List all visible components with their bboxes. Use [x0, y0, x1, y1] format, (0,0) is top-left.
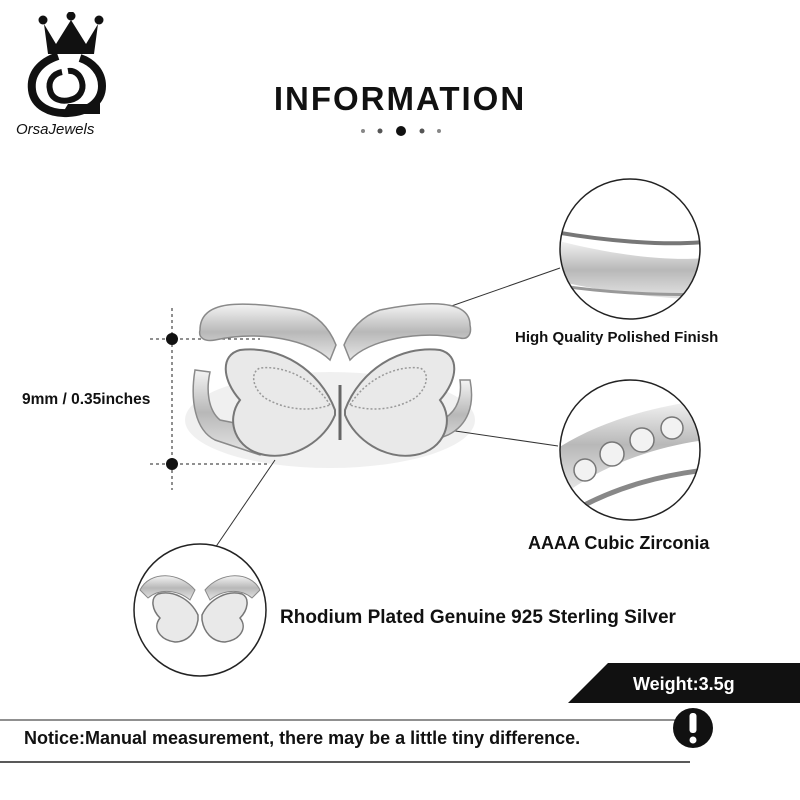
- pager-dot: [361, 129, 365, 133]
- pager-dot-active: [396, 126, 406, 136]
- pager-dots: [361, 126, 441, 136]
- leader-line-finish: [439, 267, 561, 311]
- detail-circle-silver: [133, 543, 267, 677]
- pager-dot: [437, 129, 441, 133]
- size-label: 9mm / 0.35inches: [22, 391, 151, 408]
- weight-banner: [568, 663, 800, 703]
- detail-circle-zirconia: [559, 379, 701, 521]
- feature-finish-label: High Quality Polished Finish: [515, 329, 719, 346]
- crown-o-logo-icon: [27, 12, 107, 118]
- feature-silver-label: Rhodium Plated Genuine 925 Sterling Silv…: [280, 607, 676, 628]
- feature-zirconia-label: AAAA Cubic Zirconia: [528, 533, 710, 553]
- ring-main-image: [185, 303, 475, 468]
- pager-dot: [377, 128, 383, 134]
- weight-label: Weight:3.5g: [633, 674, 735, 694]
- notice-text: Notice:Manual measurement, there may be …: [24, 728, 581, 748]
- detail-circle-finish: [559, 178, 701, 320]
- exclamation-icon: [673, 708, 713, 748]
- page-title: INFORMATION: [273, 80, 527, 117]
- pager-dot: [419, 128, 425, 134]
- leader-line-silver: [214, 459, 276, 549]
- brand-name: OrsaJewels: [16, 121, 95, 138]
